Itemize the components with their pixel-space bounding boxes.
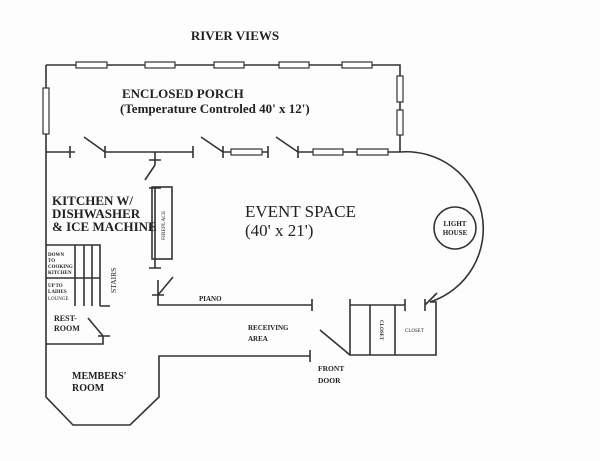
porch-label: ENCLOSED PORCH bbox=[122, 86, 244, 101]
front-door-line1: FRONT bbox=[318, 364, 344, 373]
walls bbox=[45, 64, 485, 426]
restroom-line1: REST- bbox=[54, 314, 77, 323]
porch-detail: (Temperature Controled 40' x 12') bbox=[120, 101, 310, 116]
lighthouse-line1: LIGHT bbox=[444, 220, 467, 228]
lighthouse-circle bbox=[433, 206, 477, 250]
lighthouse-line2: HOUSE bbox=[443, 229, 468, 237]
title: RIVER VIEWS bbox=[191, 28, 279, 43]
stairs-label: STAIRS bbox=[109, 268, 118, 293]
receiving-line1: RECEIVING bbox=[248, 324, 289, 332]
closet2-label: CLOSET bbox=[405, 329, 424, 334]
kitchen-line2: DISHWASHER bbox=[52, 206, 141, 221]
closet1-label: CLOSET bbox=[378, 320, 383, 341]
restroom-line2: ROOM bbox=[54, 324, 80, 333]
kitchen-line3: & ICE MACHINE bbox=[52, 219, 157, 234]
up-line2: LADIES bbox=[48, 290, 67, 295]
members-line1: MEMBERS' bbox=[72, 371, 127, 382]
windows bbox=[42, 61, 404, 156]
down-line2: TO bbox=[48, 259, 55, 264]
down-line1: DOWN bbox=[48, 253, 65, 258]
kitchen-line1: KITCHEN W/ bbox=[52, 193, 133, 208]
up-line1: UP TO bbox=[48, 284, 63, 289]
event-label: EVENT SPACE bbox=[245, 202, 356, 221]
event-detail: (40' x 21') bbox=[245, 221, 313, 240]
fireplace-label: FIREPLACE bbox=[161, 210, 167, 240]
piano-label: PIANO bbox=[199, 295, 222, 303]
members-line2: ROOM bbox=[72, 383, 105, 394]
front-door-line2: DOOR bbox=[318, 376, 341, 385]
down-line4: KITCHEN bbox=[48, 271, 72, 276]
down-line3: COOKING bbox=[48, 265, 73, 270]
receiving-line2: AREA bbox=[248, 335, 268, 343]
up-line3: LOUNGE bbox=[48, 297, 69, 302]
